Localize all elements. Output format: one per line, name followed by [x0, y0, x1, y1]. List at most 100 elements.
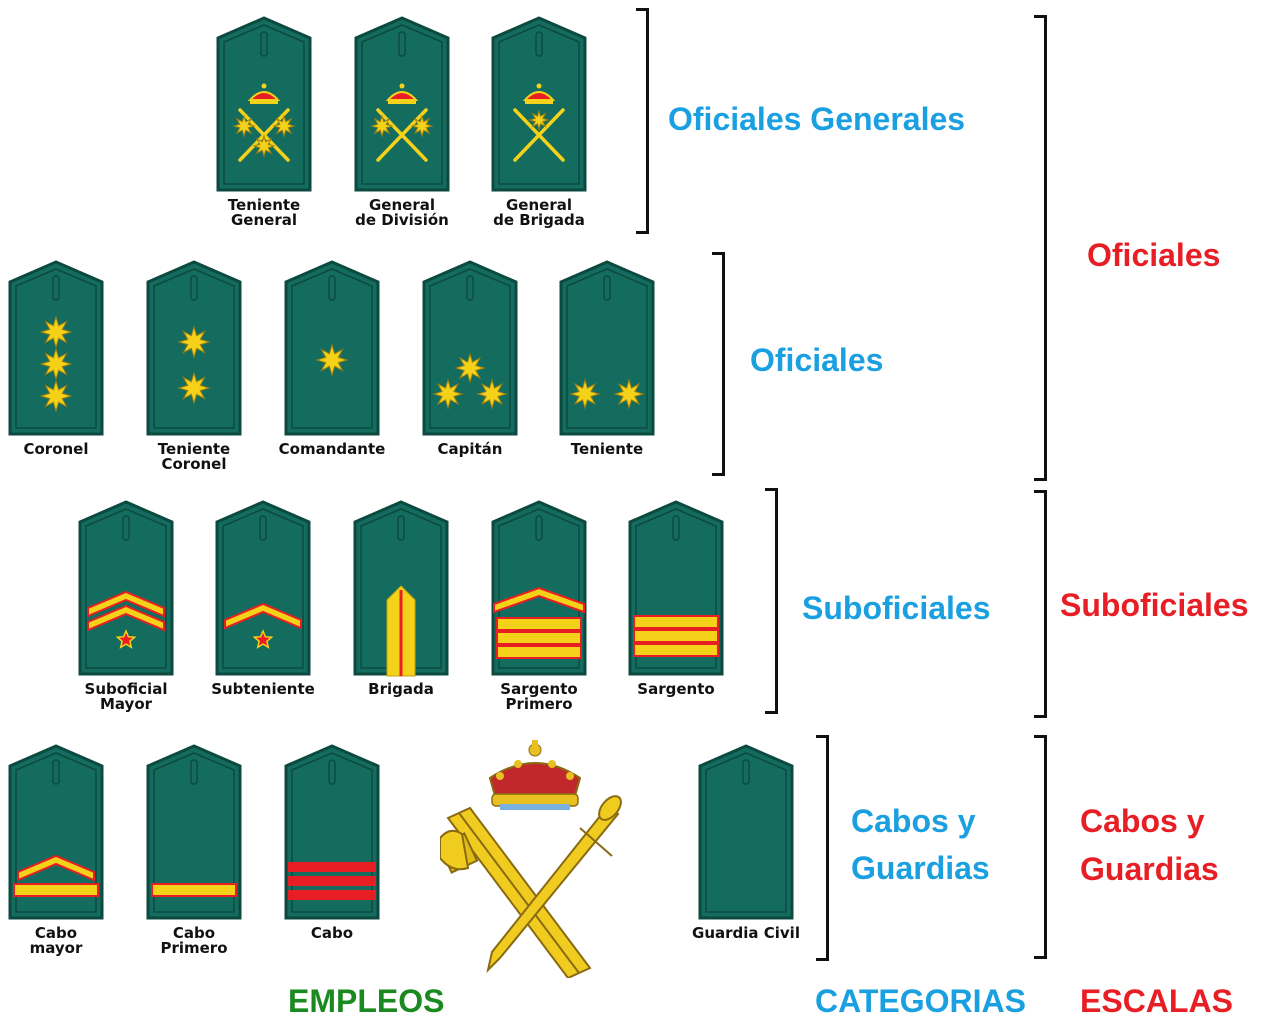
- escala-suboficiales: Suboficiales: [1060, 587, 1249, 623]
- rank-suboficial-mayor: Suboficial Mayor: [78, 500, 174, 712]
- rank-label: Guardia Civil: [692, 924, 800, 942]
- crown-icon: [247, 83, 281, 104]
- button-icon: [52, 275, 60, 301]
- footer-empleos: EMPLEOS: [288, 983, 445, 1019]
- shoulder-board: [491, 500, 587, 676]
- shoulder-board: [284, 260, 380, 436]
- button-icon: [535, 515, 543, 541]
- rank-label: Brigada: [368, 680, 434, 698]
- rank-label: Coronel: [23, 440, 89, 458]
- button-icon: [328, 759, 336, 785]
- button-icon: [398, 31, 406, 57]
- rank-label: Cabo Primero: [160, 924, 228, 957]
- button-icon: [190, 275, 198, 301]
- rank-sargento-primero: Sargento Primero: [491, 500, 587, 712]
- star-icon: [370, 114, 394, 138]
- escala-oficiales: Oficiales: [1087, 237, 1221, 273]
- rank-label: Teniente Coronel: [157, 440, 231, 473]
- button-icon: [190, 759, 198, 785]
- rank-sargento: Sargento: [628, 500, 724, 697]
- button-icon: [672, 515, 680, 541]
- shoulder-board: [628, 500, 724, 676]
- rank-capitan: Capitán: [422, 260, 518, 457]
- button-icon: [466, 275, 474, 301]
- crown-icon: [385, 83, 419, 104]
- shoulder-board: [698, 744, 794, 920]
- footer-escalas: ESCALAS: [1080, 983, 1233, 1019]
- star-icon: [39, 315, 73, 349]
- rank-label: Sargento Primero: [500, 680, 578, 713]
- button-icon: [259, 515, 267, 541]
- rank-label: General de Brigada: [493, 196, 585, 229]
- button-icon: [122, 515, 130, 541]
- shoulder-board: [353, 500, 449, 677]
- shoulder-board: [559, 260, 655, 436]
- star-icon: [432, 378, 464, 410]
- button-icon: [535, 31, 543, 57]
- star-icon: [410, 114, 434, 138]
- button-icon: [260, 31, 268, 57]
- bracket-cabos-escala: [1034, 735, 1047, 959]
- star-icon: [454, 352, 486, 384]
- rank-label: Cabo mayor: [29, 924, 83, 957]
- rank-label: Sargento: [637, 680, 715, 698]
- star-icon: [476, 378, 508, 410]
- sword-icon: [486, 795, 622, 974]
- shoulder-board: [216, 16, 312, 192]
- star-icon: [177, 371, 211, 405]
- bracket-oficiales-categoria: [712, 252, 725, 476]
- star-icon: [39, 379, 73, 413]
- rank-comandante: Comandante: [279, 260, 385, 457]
- star-icon: [613, 378, 645, 410]
- shoulder-board: [422, 260, 518, 436]
- button-icon: [603, 275, 611, 301]
- rank-brigada: Brigada: [353, 500, 449, 697]
- rank-label: Capitán: [437, 440, 503, 458]
- crossed-swords-icon: [513, 108, 565, 162]
- shoulder-board: [215, 500, 311, 676]
- rank-label: Comandante: [278, 440, 386, 458]
- button-icon: [397, 515, 405, 541]
- button-icon: [742, 759, 750, 785]
- bracket-oficiales-escala: [1034, 15, 1047, 481]
- rank-cabo: Cabo: [284, 744, 380, 941]
- rank-guardia-civil: Guardia Civil: [692, 744, 800, 941]
- rank-label: General de División: [355, 196, 449, 229]
- crown-icon: [488, 740, 582, 810]
- rank-teniente-general: Teniente General: [216, 16, 312, 228]
- button-icon: [328, 275, 336, 301]
- star-icon: [528, 109, 550, 131]
- rank-teniente: Teniente: [559, 260, 655, 457]
- categoria-cabos-guardias-2: Guardias: [851, 850, 990, 886]
- shoulder-board: [354, 16, 450, 192]
- rank-cabo-primero: Cabo Primero: [146, 744, 242, 956]
- bracket-oficiales-generales: [636, 8, 649, 234]
- shoulder-board: [78, 500, 174, 676]
- rank-label: Teniente: [570, 440, 644, 458]
- guardia-civil-emblem: [437, 738, 630, 980]
- star-icon: [569, 378, 601, 410]
- categoria-suboficiales: Suboficiales: [802, 590, 991, 626]
- escala-cabos-guardias-2: Guardias: [1080, 851, 1219, 887]
- bracket-cabos-categoria: [816, 735, 829, 961]
- rank-general-brigada: General de Brigada: [491, 16, 587, 228]
- categoria-oficiales-generales: Oficiales Generales: [668, 101, 966, 137]
- rank-subteniente: Subteniente: [211, 500, 315, 697]
- crossed-swords-icon: [376, 108, 428, 162]
- star-icon: [232, 114, 256, 138]
- categoria-cabos-guardias-1: Cabos y: [851, 803, 976, 839]
- rank-label: Cabo: [310, 924, 354, 942]
- rank-label: Teniente General: [227, 196, 301, 229]
- footer-categorias: CATEGORIAS: [815, 983, 1026, 1019]
- rank-coronel: Coronel: [8, 260, 104, 457]
- star-icon: [177, 325, 211, 359]
- escala-cabos-guardias-1: Cabos y: [1080, 803, 1205, 839]
- shoulder-board: [146, 260, 242, 436]
- button-icon: [52, 759, 60, 785]
- shoulder-board: [491, 16, 587, 192]
- rank-teniente-coronel: Teniente Coronel: [146, 260, 242, 472]
- bracket-suboficiales-escala: [1034, 490, 1047, 718]
- rank-cabo-mayor: Cabo mayor: [8, 744, 104, 956]
- shoulder-board: [8, 260, 104, 436]
- star-icon: [272, 114, 296, 138]
